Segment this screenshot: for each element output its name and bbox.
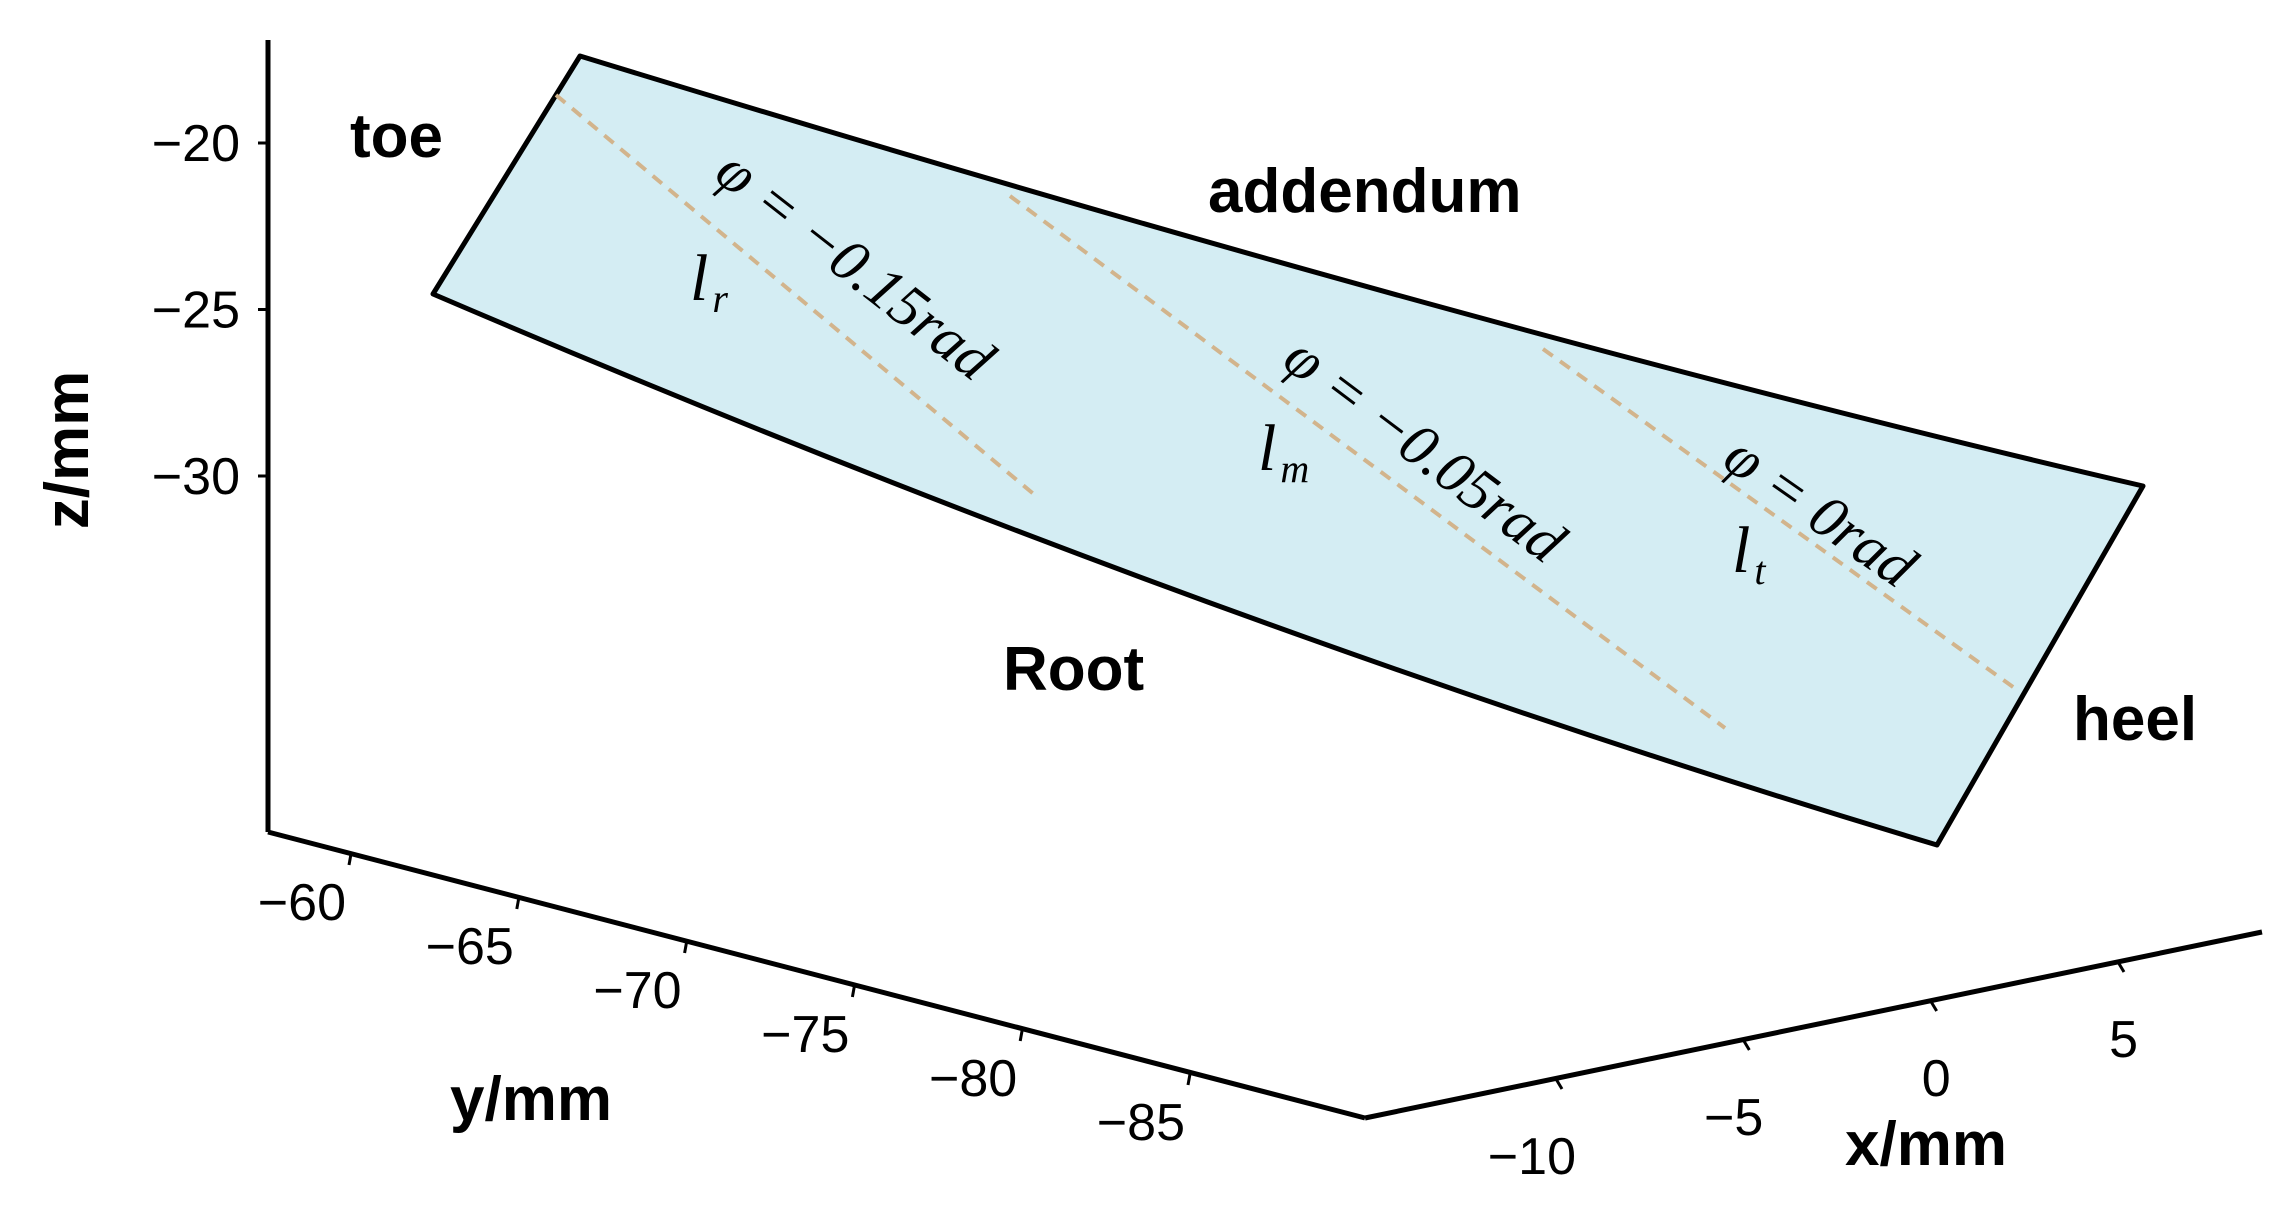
z-tick-label: −25 bbox=[152, 282, 240, 340]
x-tick-mark bbox=[2116, 961, 2126, 973]
x-axis-line bbox=[1364, 929, 2263, 1121]
contact-lines bbox=[554, 93, 2022, 730]
region-labels: toe addendum Root heel bbox=[350, 102, 2197, 754]
y-tick-mark bbox=[515, 897, 521, 910]
x-tick-label: 0 bbox=[1922, 1050, 1951, 1108]
y-axis-ticks: −60 −65 −70 −75 −80 −85 bbox=[258, 853, 1192, 1152]
y-tick-mark bbox=[1018, 1029, 1024, 1042]
contact-line-lt bbox=[1541, 347, 2022, 694]
contact-line-lm bbox=[1008, 194, 1727, 730]
x-tick-mark bbox=[1742, 1039, 1751, 1051]
x-tick-label: 5 bbox=[2109, 1011, 2138, 1069]
region-label-root: Root bbox=[1003, 635, 1144, 704]
x-tick-mark bbox=[1554, 1078, 1564, 1090]
y-tick-label: −75 bbox=[761, 1006, 849, 1064]
y-tick-label: −80 bbox=[929, 1050, 1017, 1108]
axis-titles: z/mm y/mm x/mm bbox=[33, 371, 2007, 1179]
z-axis-ticks: −20 −25 −30 bbox=[152, 115, 268, 506]
x-tick-label: −10 bbox=[1488, 1128, 1576, 1186]
region-label-heel: heel bbox=[2073, 685, 2197, 754]
axes bbox=[265, 40, 2263, 1121]
region-label-addendum: addendum bbox=[1208, 157, 1521, 226]
y-tick-mark bbox=[850, 985, 856, 998]
region-label-toe: toe bbox=[350, 102, 443, 171]
x-axis-title: x/mm bbox=[1845, 1110, 2007, 1179]
tooth-flank-surface bbox=[430, 53, 2146, 848]
x-tick-label: −5 bbox=[1704, 1089, 1763, 1147]
z-axis-title: z/mm bbox=[33, 371, 102, 529]
y-tick-mark bbox=[1186, 1073, 1192, 1086]
x-axis-ticks: −10 −5 0 5 bbox=[1488, 961, 2138, 1186]
y-tick-label: −65 bbox=[426, 918, 514, 976]
y-tick-mark bbox=[683, 941, 689, 954]
y-tick-label: −70 bbox=[593, 962, 681, 1020]
y-tick-label: −85 bbox=[1097, 1094, 1185, 1152]
y-axis-line bbox=[267, 829, 1366, 1121]
z-tick-label: −20 bbox=[152, 115, 240, 173]
y-axis-title: y/mm bbox=[450, 1065, 612, 1134]
y-tick-mark bbox=[347, 853, 353, 866]
z-tick-label: −30 bbox=[152, 448, 240, 506]
x-tick-mark bbox=[1929, 1000, 1938, 1012]
y-tick-label: −60 bbox=[258, 874, 346, 932]
